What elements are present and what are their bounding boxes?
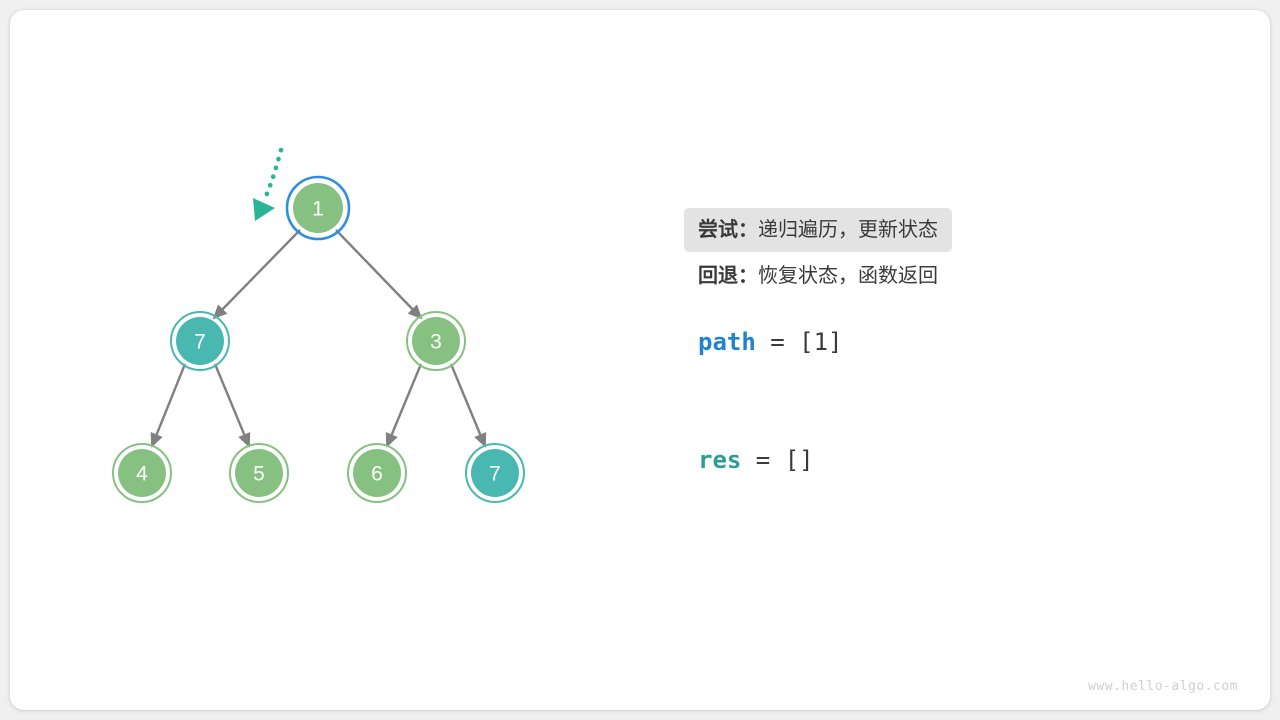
node-4-label: 4: [136, 463, 148, 486]
node-7-left-label: 7: [194, 331, 206, 354]
node-3-circle: [412, 317, 460, 365]
tree-node-7-right[interactable]: 7: [465, 443, 525, 503]
edge-1-7: [212, 229, 301, 320]
node-6-label: 6: [371, 463, 383, 486]
node-7-left-circle: [176, 317, 224, 365]
node-1-label: 1: [312, 198, 324, 221]
recursion-pointer-icon: [253, 147, 284, 221]
res-state-line: res = []: [698, 446, 814, 474]
node-5-label: 5: [253, 463, 265, 486]
node-5-circle: [235, 449, 283, 497]
tree-node-3[interactable]: 3: [406, 311, 466, 371]
node-1-circle: [293, 183, 343, 233]
node-6-ring: [347, 443, 407, 503]
tree-node-4[interactable]: 4: [112, 443, 172, 503]
step-row-backtrack: 回退：恢复状态，函数返回: [684, 254, 1084, 298]
step-backtrack: 回退：恢复状态，函数返回: [684, 254, 952, 298]
node-6-circle: [353, 449, 401, 497]
edge-7-5: [213, 363, 251, 448]
step-row-try: 尝试：递归遍历，更新状态: [684, 208, 1084, 252]
node-7-left-ring: [170, 311, 230, 371]
node-7-right-label: 7: [489, 463, 501, 486]
site-watermark: www.hello-algo.com: [1088, 679, 1238, 694]
step-try-label: 尝试：: [698, 219, 758, 241]
node-4-circle: [118, 449, 166, 497]
res-value: []: [784, 446, 814, 474]
edge-1-3: [335, 229, 423, 320]
res-assign-operator: =: [741, 446, 785, 474]
res-variable-name: res: [698, 446, 742, 474]
node-3-ring: [406, 311, 466, 371]
step-backtrack-text: 恢复状态，函数返回: [758, 265, 938, 287]
node-5-ring: [229, 443, 289, 503]
node-4-ring: [112, 443, 172, 503]
explanation-panel: 尝试：递归遍历，更新状态 回退：恢复状态，函数返回: [684, 208, 1084, 300]
node-3-label: 3: [430, 331, 442, 354]
edge-7-4: [150, 363, 187, 448]
path-assign-operator: =: [755, 328, 800, 356]
node-7-right-circle: [471, 449, 519, 497]
content-card: [10, 10, 1270, 710]
node-7-right-ring: [465, 443, 525, 503]
step-try: 尝试：递归遍历，更新状态: [684, 208, 952, 252]
tree-node-1[interactable]: 1: [285, 175, 351, 241]
node-1-ring: [285, 175, 351, 241]
tree-node-5[interactable]: 5: [229, 443, 289, 503]
step-backtrack-label: 回退：: [698, 265, 758, 287]
edge-3-6: [385, 363, 423, 448]
path-variable-name: path: [698, 328, 756, 356]
step-try-text: 递归遍历，更新状态: [758, 219, 938, 241]
tree-edges: [150, 229, 487, 448]
path-value: [1]: [799, 328, 843, 356]
path-state-line: path = [1]: [698, 328, 843, 356]
tree-node-6[interactable]: 6: [347, 443, 407, 503]
edge-3-7: [449, 363, 487, 448]
tree-node-7-left[interactable]: 7: [170, 311, 230, 371]
